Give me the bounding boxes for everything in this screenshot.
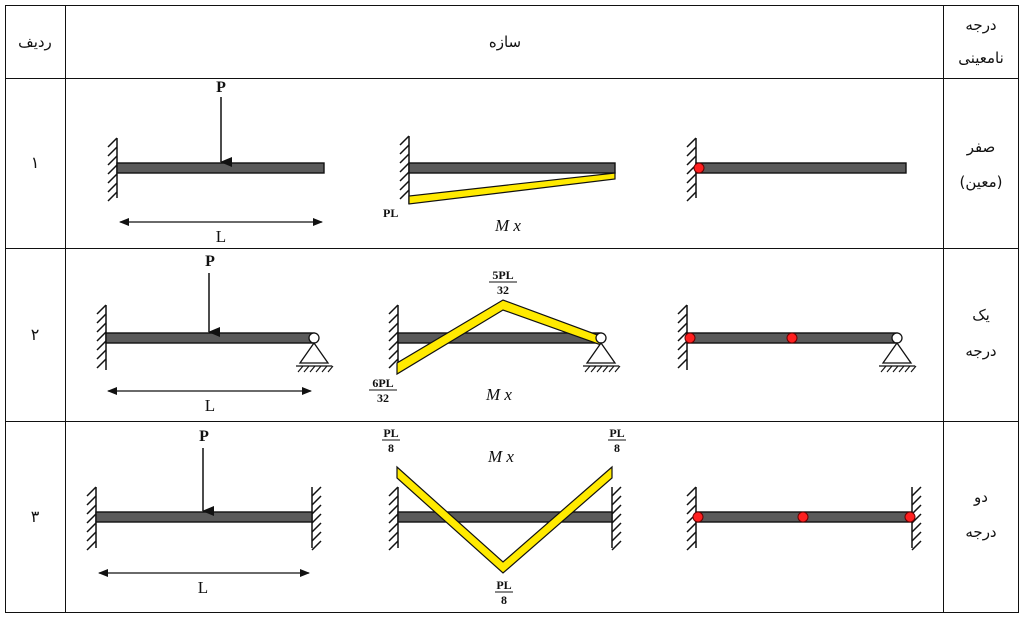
row-1-mechanism	[686, 137, 907, 202]
beam	[397, 511, 613, 523]
row-1-moment-diagram: PL M x	[383, 135, 616, 235]
moment-right-denominator: 8	[614, 441, 620, 455]
pin-support	[296, 332, 334, 373]
moment-diagram-label: M x	[494, 216, 521, 235]
beam	[116, 162, 325, 174]
table-grid	[5, 5, 1019, 613]
row-3-mechanism	[686, 486, 922, 551]
fixed-support-left	[388, 304, 399, 372]
moment-diagram-label: M x	[485, 385, 512, 404]
plastic-hinge	[684, 332, 696, 344]
fixed-support-right	[911, 486, 922, 551]
moment-left-numerator: PL	[383, 426, 398, 440]
moment-mid-numerator: PL	[496, 578, 511, 592]
plastic-hinge	[693, 162, 705, 174]
length-label: L	[205, 396, 215, 415]
fixed-support-left	[96, 304, 107, 370]
fixed-support-left	[86, 486, 97, 551]
row-number-2: ۲	[31, 325, 40, 344]
moment-area	[396, 465, 613, 574]
fixed-support-left	[399, 135, 410, 204]
plastic-hinge	[692, 511, 704, 523]
row-3-moment-diagram: PL 8 PL 8 PL 8 M x	[382, 426, 626, 607]
load-label: P	[205, 253, 215, 270]
moment-value-label: PL	[383, 206, 398, 220]
row-1-degree-1: صفر	[966, 138, 996, 156]
moment-left-denominator: 8	[388, 441, 394, 455]
pin-support	[583, 332, 621, 373]
fixed-support-right	[611, 486, 622, 551]
row-2-mechanism	[677, 304, 917, 373]
plastic-hinge	[786, 332, 798, 344]
moment-mid-denominator: 8	[501, 593, 507, 607]
header-structure-label: سازه	[489, 33, 521, 51]
moment-max-numerator: 5PL	[492, 268, 513, 282]
moment-diagram-label: M x	[487, 447, 514, 466]
fixed-support-left	[107, 137, 118, 202]
moment-area	[408, 172, 616, 205]
row-1-degree-2: (معین)	[960, 173, 1003, 191]
plastic-hinge	[904, 511, 916, 523]
row-3-degree-2: درجه	[965, 523, 996, 541]
length-label: L	[216, 227, 226, 246]
beam	[105, 332, 315, 344]
row-2-degree-1: یک	[972, 306, 990, 324]
row-2-loaded-beam: P L	[96, 253, 334, 415]
fixed-support-left	[388, 486, 399, 551]
header-degree-label-2: نامعینی	[958, 49, 1004, 67]
beam	[95, 511, 313, 523]
pin-support	[879, 332, 917, 373]
moment-fixed-numerator: 6PL	[372, 376, 393, 390]
row-3-loaded-beam: P L	[86, 428, 322, 597]
plastic-hinge	[797, 511, 809, 523]
header-degree-label-1: درجه	[965, 16, 996, 34]
row-number-1: ۱	[31, 153, 40, 172]
row-3-degree-1: دو	[973, 488, 988, 506]
beam	[408, 162, 616, 174]
row-number-3: ۳	[31, 507, 40, 526]
row-2-degree-2: درجه	[965, 342, 996, 360]
load-label: P	[199, 428, 209, 445]
length-label: L	[198, 578, 208, 597]
moment-fixed-denominator: 32	[377, 391, 389, 405]
load-label: P	[216, 79, 226, 96]
row-2-moment-diagram: 5PL 32 6PL 32 M x	[369, 268, 621, 405]
moment-max-denominator: 32	[497, 283, 509, 297]
header-row-label: ردیف	[18, 33, 52, 51]
beam	[695, 162, 907, 174]
fixed-support-right	[311, 486, 322, 551]
row-1-loaded-beam: P L	[107, 79, 325, 246]
fixed-support-left	[677, 304, 688, 370]
fixed-support-left	[686, 137, 697, 202]
moment-right-numerator: PL	[609, 426, 624, 440]
